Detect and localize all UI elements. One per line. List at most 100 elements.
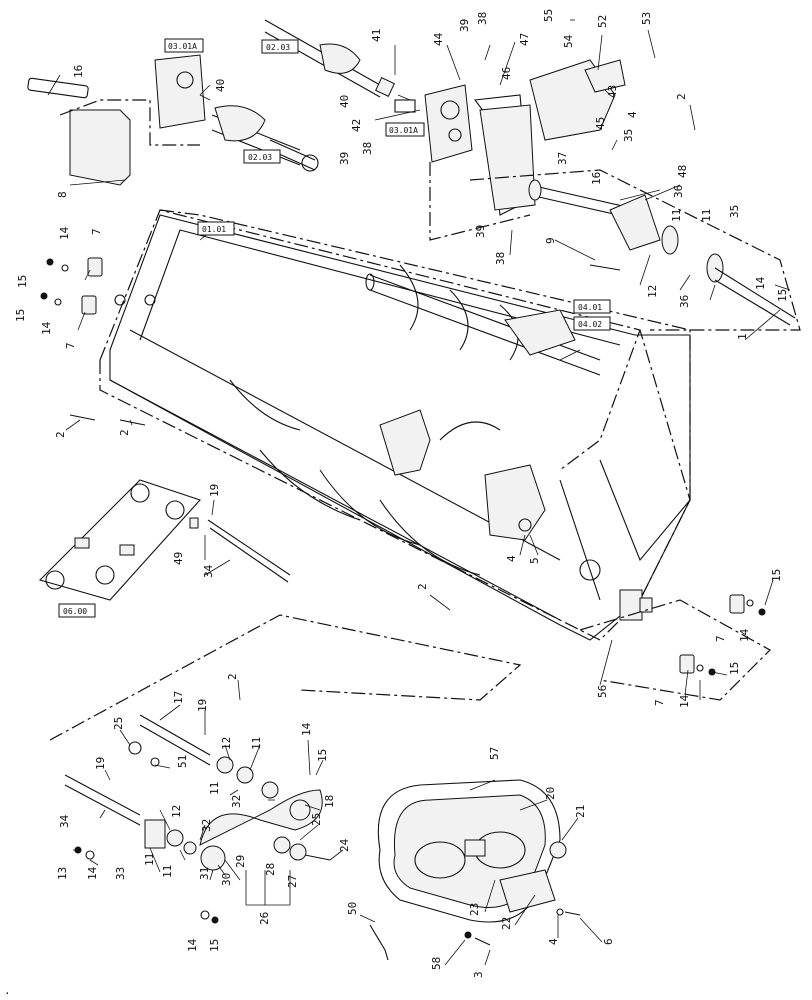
callout-32: 32	[200, 819, 213, 832]
callout-14: 14	[186, 938, 199, 952]
callout-47: 47	[518, 33, 531, 46]
callout-14: 14	[86, 866, 99, 880]
callout-38: 38	[494, 252, 507, 265]
callout-19: 19	[94, 757, 107, 770]
callout-45: 45	[594, 117, 607, 130]
callout-23: 23	[468, 903, 481, 916]
svg-text:03.01A: 03.01A	[389, 126, 418, 135]
callout-1: 1	[736, 333, 749, 340]
callout-15: 15	[16, 275, 29, 288]
callout-36: 36	[672, 185, 685, 198]
callout-27: 27	[286, 875, 299, 888]
callout-14: 14	[678, 694, 691, 708]
callout-2: 2	[226, 673, 239, 680]
leader-lines	[47, 19, 791, 966]
callout-58: 58	[430, 957, 443, 970]
callout-14: 14	[754, 276, 767, 290]
callout-38: 38	[361, 142, 374, 155]
callout-4: 4	[505, 555, 518, 562]
callout-8: 8	[56, 191, 69, 198]
callout-11: 11	[250, 737, 263, 750]
section-ref-03-01a-center: 03.01A	[385, 122, 425, 137]
callout-35: 35	[728, 205, 741, 218]
left-links	[40, 257, 146, 426]
callout-25: 25	[310, 813, 323, 826]
callout-2: 2	[118, 429, 131, 436]
callout-31: 31	[198, 867, 211, 880]
callout-51: 51	[176, 755, 189, 768]
callout-15: 15	[316, 749, 329, 762]
callout-43: 43	[606, 85, 619, 98]
rotor-shaft	[365, 264, 601, 376]
callout-19: 19	[196, 699, 209, 712]
callout-20: 20	[544, 787, 557, 800]
callout-15: 15	[208, 939, 221, 952]
callout-44: 44	[432, 32, 445, 46]
callout-4: 4	[626, 111, 639, 118]
callout-39: 39	[474, 225, 487, 238]
callout-57: 57	[488, 747, 501, 760]
svg-text:02.03: 02.03	[266, 43, 290, 52]
callout-9: 9	[544, 237, 557, 244]
callout-55: 55	[542, 9, 555, 22]
callout-15: 15	[14, 309, 27, 322]
callout-49: 49	[172, 552, 185, 565]
callout-14: 14	[738, 628, 751, 642]
callout-12: 12	[646, 285, 659, 298]
callout-46: 46	[500, 67, 513, 80]
upper-left-assembly	[27, 54, 319, 186]
main-frame	[99, 209, 691, 641]
callout-34: 34	[202, 564, 215, 578]
callout-41: 41	[370, 29, 383, 42]
callout-56: 56	[596, 685, 609, 698]
callout-17: 17	[172, 691, 185, 704]
page-mark: .	[4, 984, 11, 997]
callout-40: 40	[338, 95, 351, 108]
callout-7: 7	[90, 228, 103, 235]
callout-52: 52	[596, 15, 609, 28]
knife-strip	[38, 479, 291, 601]
callout-39: 39	[338, 152, 351, 165]
callout-2: 2	[416, 583, 429, 590]
callout-2: 2	[675, 93, 688, 100]
callout-15: 15	[776, 289, 789, 302]
callout-4: 4	[547, 938, 560, 945]
callout-15: 15	[770, 569, 783, 582]
svg-text:03.01A: 03.01A	[168, 42, 197, 51]
callout-11: 11	[161, 865, 174, 878]
callout-32: 32	[230, 795, 243, 808]
svg-text:06.00: 06.00	[63, 607, 87, 616]
belt-drive-assembly	[49, 614, 522, 924]
callout-numbers: 1 2 2 2 2 2 3 4 4 4 5 6 7 7 7 7 8 9 11 1…	[14, 9, 789, 978]
section-ref-04-01: 04.01	[573, 299, 611, 314]
callout-53: 53	[640, 12, 653, 25]
callout-7: 7	[64, 342, 77, 349]
callout-16: 16	[72, 65, 85, 78]
section-ref-02-03-top: 02.03	[261, 39, 299, 54]
callout-5: 5	[528, 557, 541, 564]
callout-14: 14	[40, 321, 53, 335]
callout-38: 38	[476, 12, 489, 25]
callout-22: 22	[500, 917, 513, 930]
callout-54: 54	[562, 34, 575, 48]
callout-40: 40	[214, 79, 227, 92]
svg-text:01.01: 01.01	[202, 225, 226, 234]
callout-11: 11	[700, 209, 713, 222]
callout-11: 11	[670, 209, 683, 222]
callout-29: 29	[234, 855, 247, 868]
callout-16: 16	[590, 172, 603, 185]
callout-18: 18	[323, 795, 336, 808]
section-ref-06-00: 06.00	[58, 603, 96, 618]
section-ref-04-02: 04.02	[573, 316, 611, 331]
callout-28: 28	[264, 863, 277, 876]
callout-36: 36	[678, 295, 691, 308]
callout-12: 12	[170, 805, 183, 818]
callout-12: 12	[220, 737, 233, 750]
callout-25: 25	[112, 717, 125, 730]
callout-14: 14	[300, 722, 313, 736]
callout-21: 21	[574, 805, 587, 818]
svg-text:04.02: 04.02	[578, 320, 602, 329]
callout-24: 24	[338, 838, 351, 852]
upper-right-assembly	[469, 59, 801, 331]
callout-42: 42	[350, 119, 363, 132]
